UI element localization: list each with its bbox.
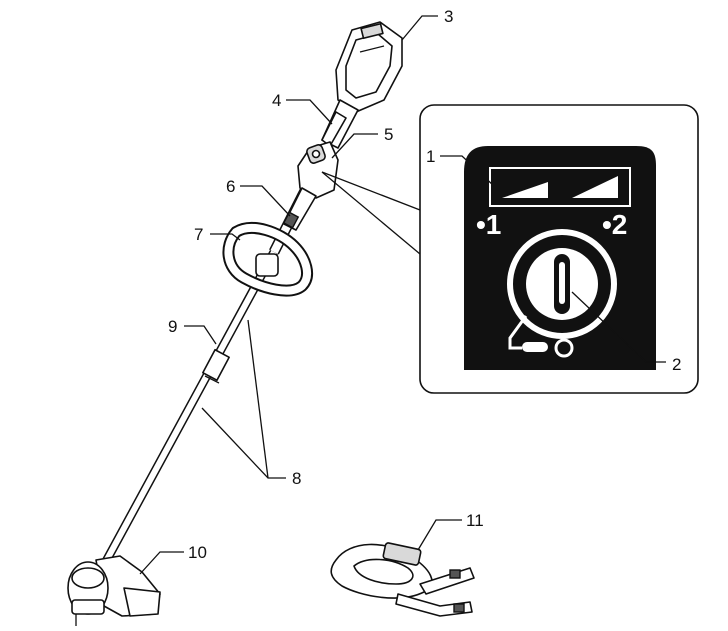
callout-8: 8 <box>292 469 301 488</box>
callout-1: 1 <box>426 147 435 166</box>
callout-11: 11 <box>466 511 484 530</box>
callout-4: 4 <box>272 91 281 110</box>
callout-5: 5 <box>384 125 393 144</box>
speed-label-1: •1 <box>476 209 501 240</box>
callout-2: 2 <box>672 355 681 374</box>
speed-label-2: •2 <box>602 209 627 240</box>
main-shaft <box>100 249 278 568</box>
switch-handle <box>282 141 339 231</box>
leader-lines <box>139 15 666 575</box>
lock-indicator-icon <box>508 315 528 350</box>
speed-2-bar-icon <box>572 176 618 198</box>
callout-9: 9 <box>168 317 177 336</box>
off-indicator-icon <box>554 338 574 358</box>
speed-1-bar-icon <box>502 182 548 198</box>
zoom-lines <box>321 171 421 255</box>
shoulder-strap <box>330 542 475 617</box>
detail-panel: •1 •2 <box>419 104 699 394</box>
callout-3: 3 <box>444 7 453 26</box>
rear-housing <box>321 99 359 149</box>
callout-6: 6 <box>226 177 235 196</box>
speed-indicator-frame <box>489 167 631 207</box>
callout-labels: 1 2 3 4 5 6 7 8 9 10 11 <box>168 7 681 562</box>
cutting-head <box>67 555 161 626</box>
battery-pack <box>335 21 403 113</box>
callout-7: 7 <box>194 225 203 244</box>
loop-handle <box>222 222 314 297</box>
callout-10: 10 <box>188 543 207 562</box>
